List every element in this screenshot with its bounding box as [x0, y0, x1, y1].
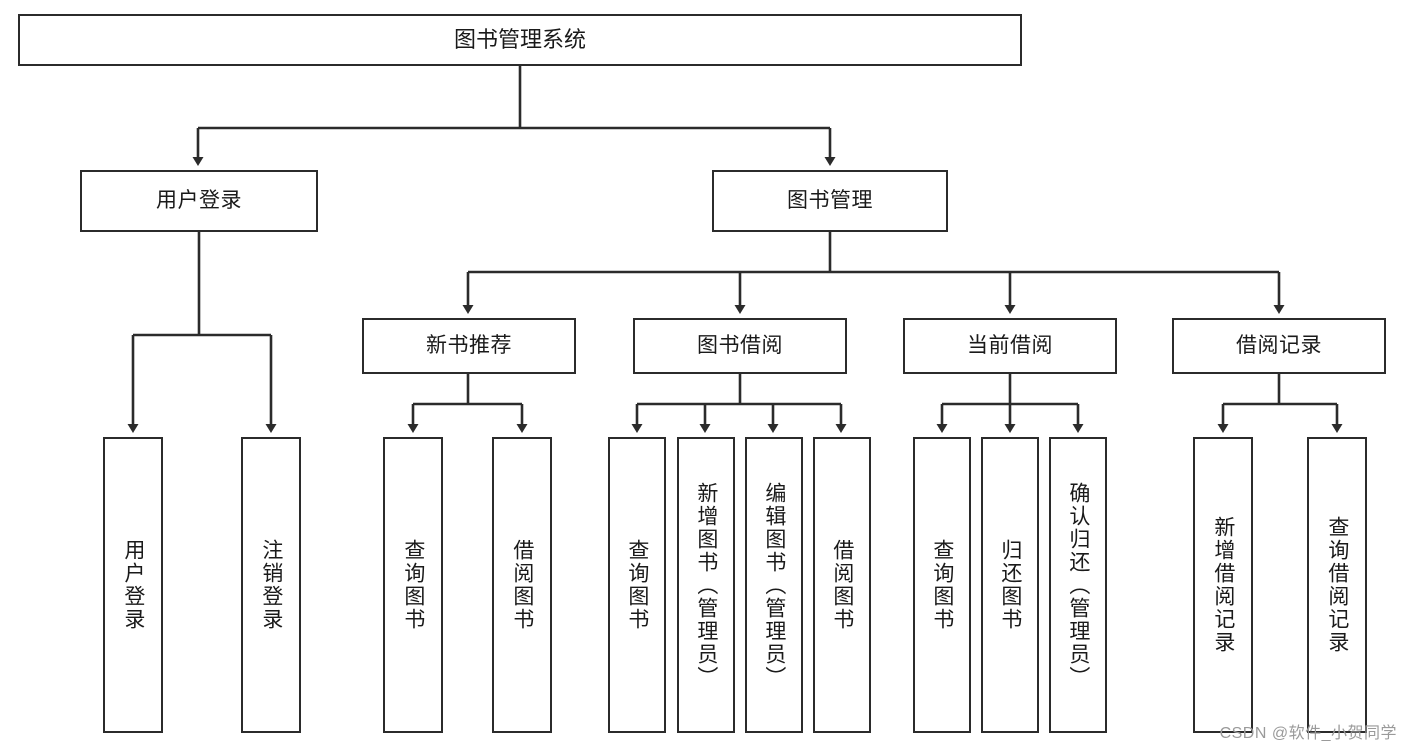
- node-label: 图书管理: [787, 189, 873, 213]
- node-label: 新书推荐: [426, 334, 512, 358]
- leaf-return-book[interactable]: 归还图书: [981, 437, 1039, 733]
- leaf-add-borrow-record[interactable]: 新增借阅记录: [1193, 437, 1253, 733]
- node-label: 当前借阅: [967, 334, 1053, 358]
- leaf-user-login[interactable]: 用户登录: [103, 437, 163, 733]
- node-label: 确认归还（管理员）: [1066, 481, 1090, 689]
- node-label: 用户登录: [156, 189, 242, 213]
- node-label: 图书管理系统: [453, 26, 586, 52]
- leaf-query-book-recommend[interactable]: 查询图书: [383, 437, 443, 733]
- node-label: 归还图书: [998, 539, 1022, 631]
- node-label: 借阅图书: [510, 539, 534, 631]
- node-current-borrow[interactable]: 当前借阅: [903, 318, 1117, 374]
- node-label: 注销登录: [259, 539, 283, 631]
- node-label: 图书借阅: [697, 334, 783, 358]
- node-book-management[interactable]: 图书管理: [712, 170, 948, 232]
- node-label: 查询图书: [930, 539, 954, 631]
- node-label: 查询图书: [401, 539, 425, 631]
- node-label: 编辑图书（管理员）: [762, 481, 786, 689]
- leaf-query-book-borrow[interactable]: 查询图书: [608, 437, 666, 733]
- leaf-borrow-book-recommend[interactable]: 借阅图书: [492, 437, 552, 733]
- node-label: 查询借阅记录: [1325, 516, 1349, 654]
- node-borrow-record[interactable]: 借阅记录: [1172, 318, 1386, 374]
- leaf-query-borrow-record[interactable]: 查询借阅记录: [1307, 437, 1367, 733]
- leaf-logout[interactable]: 注销登录: [241, 437, 301, 733]
- watermark: CSDN @软件_小贺同学: [1219, 725, 1397, 742]
- node-user-login[interactable]: 用户登录: [80, 170, 318, 232]
- node-book-borrow[interactable]: 图书借阅: [633, 318, 847, 374]
- node-label: 借阅记录: [1236, 334, 1322, 358]
- node-label: 用户登录: [121, 539, 145, 631]
- leaf-query-book-current[interactable]: 查询图书: [913, 437, 971, 733]
- node-label: 借阅图书: [830, 539, 854, 631]
- node-root-book-management-system[interactable]: 图书管理系统: [18, 14, 1022, 66]
- leaf-borrow-book[interactable]: 借阅图书: [813, 437, 871, 733]
- node-label: 查询图书: [625, 539, 649, 631]
- leaf-edit-book-admin[interactable]: 编辑图书（管理员）: [745, 437, 803, 733]
- node-label: 新增借阅记录: [1211, 516, 1235, 654]
- node-new-book-recommend[interactable]: 新书推荐: [362, 318, 576, 374]
- leaf-confirm-return-admin[interactable]: 确认归还（管理员）: [1049, 437, 1107, 733]
- leaf-add-book-admin[interactable]: 新增图书（管理员）: [677, 437, 735, 733]
- node-label: 新增图书（管理员）: [694, 481, 718, 689]
